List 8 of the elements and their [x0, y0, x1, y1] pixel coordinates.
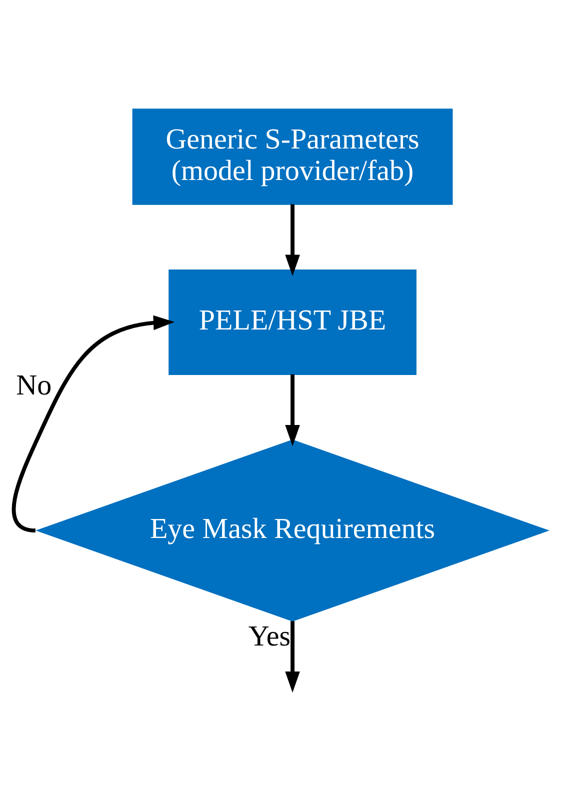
node-box: Generic S-Parameters (model provider/fab) — [132, 108, 453, 205]
node-box: PELE/HST JBE — [168, 269, 416, 375]
arrow — [285, 204, 300, 276]
arrow — [285, 374, 300, 446]
arrow — [285, 621, 300, 693]
edge-label: No — [16, 369, 52, 402]
edge-label: Yes — [248, 620, 291, 653]
node-diamond: Eye Mask Requirements — [36, 440, 550, 622]
